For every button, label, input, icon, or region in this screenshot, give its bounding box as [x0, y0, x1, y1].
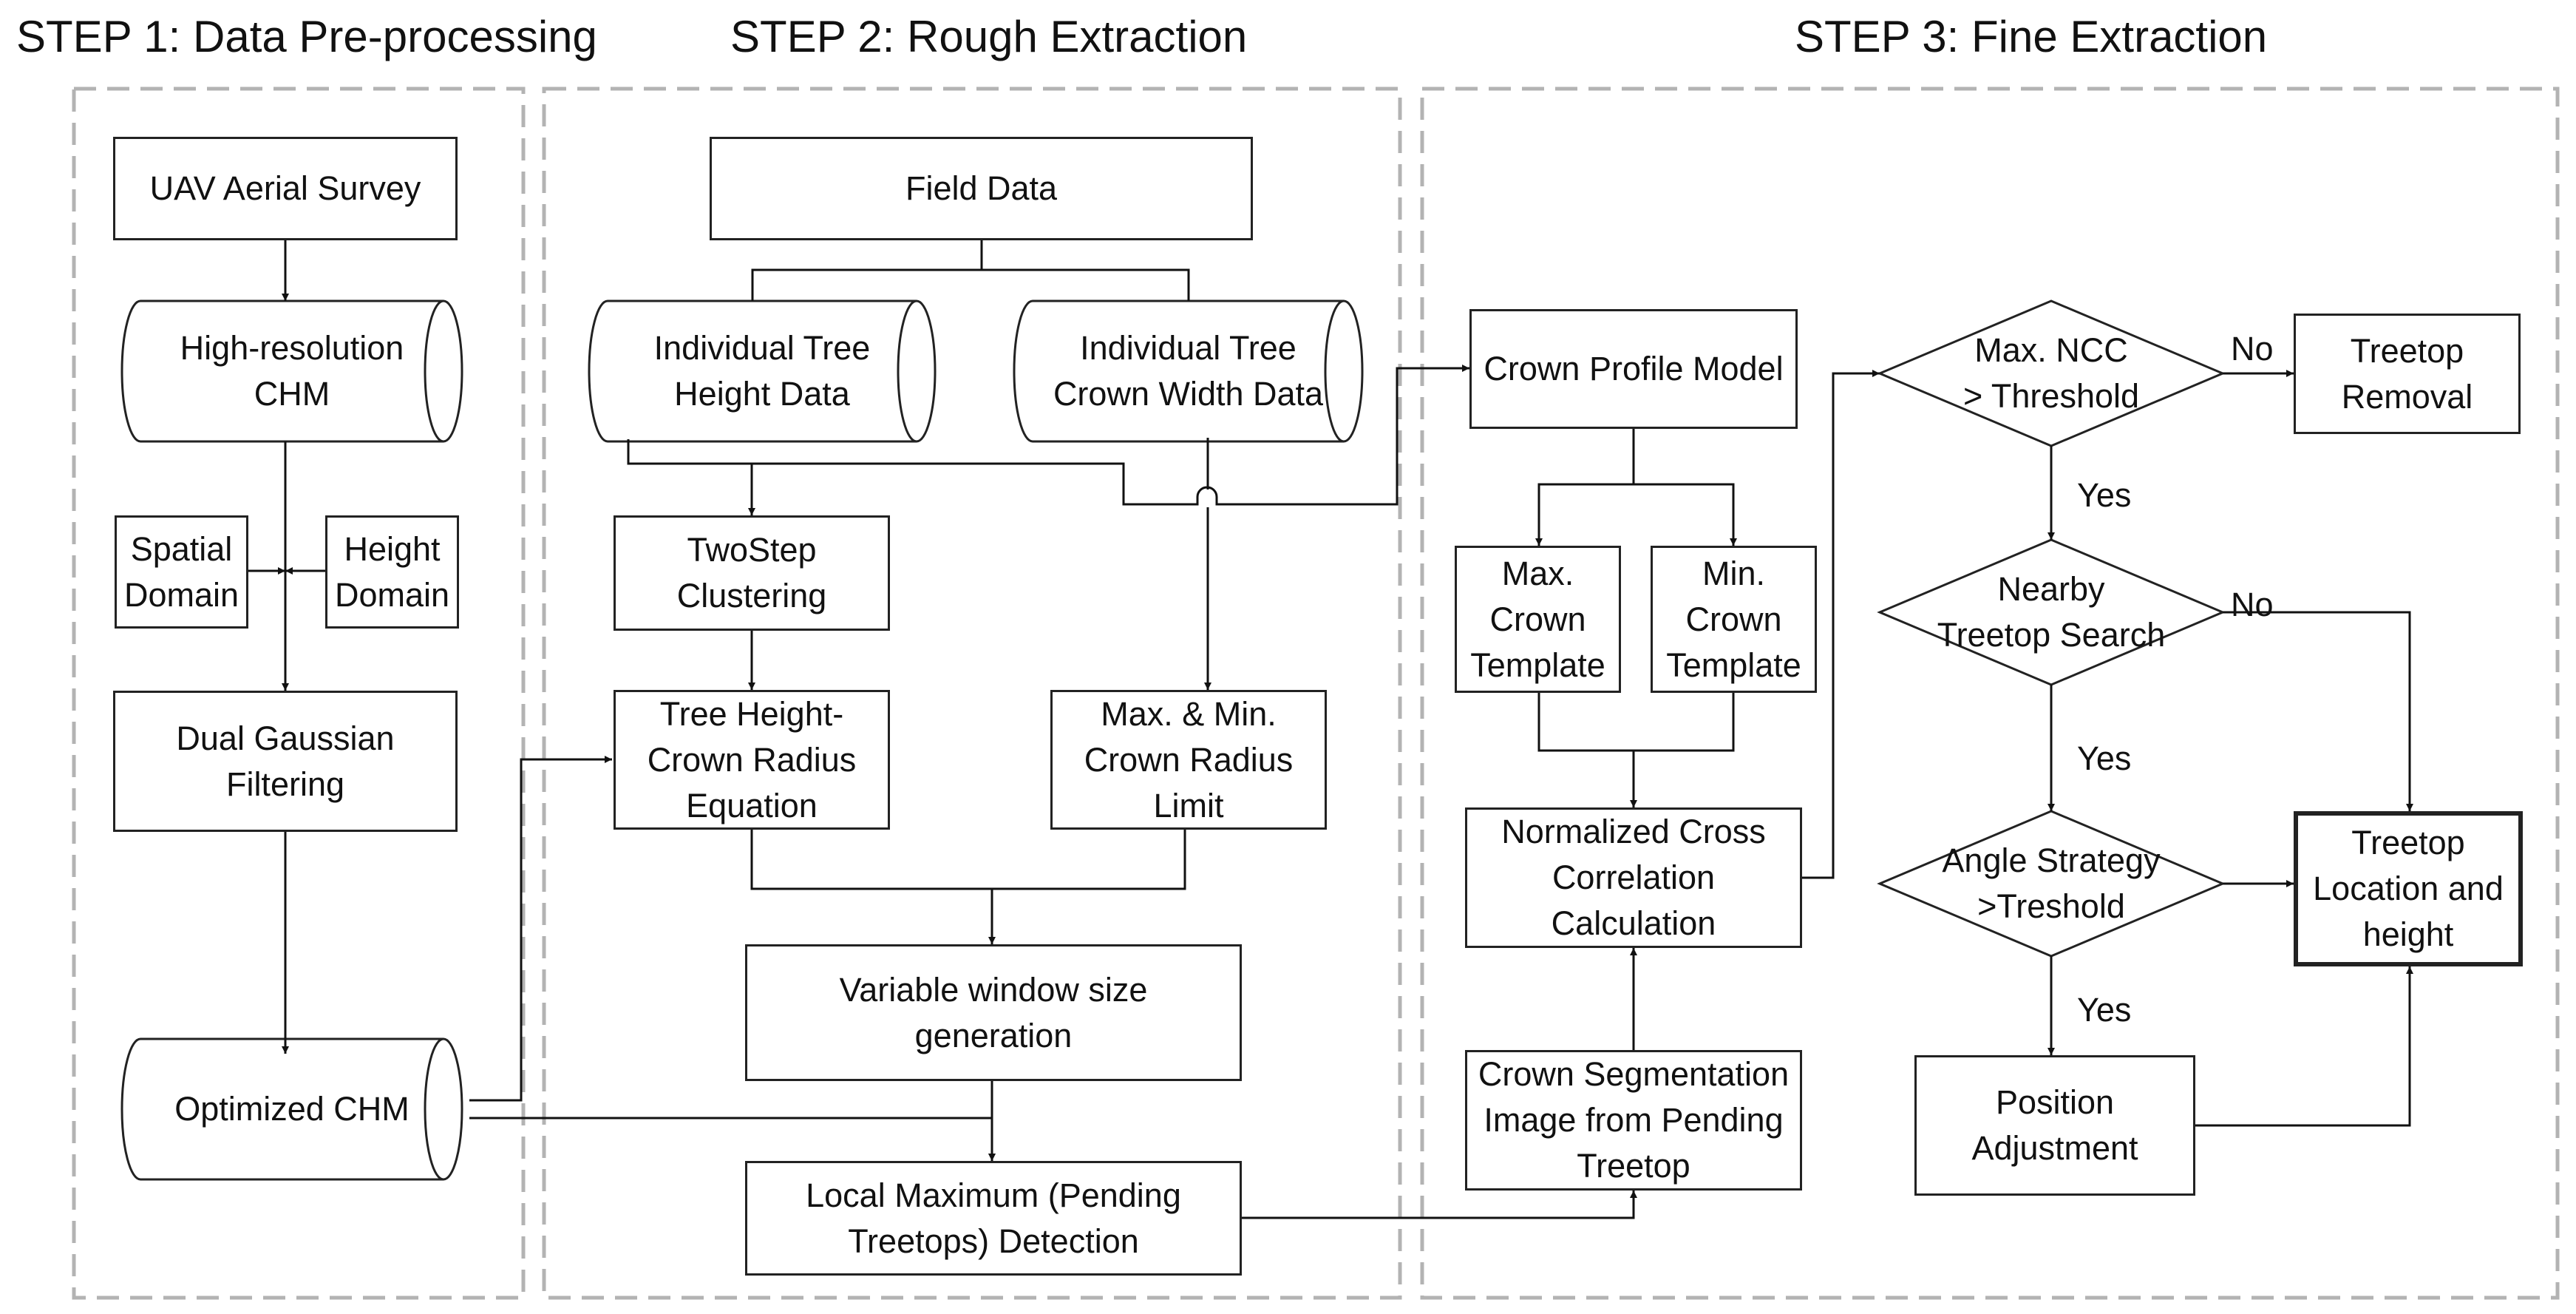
treetop-removal-box: Treetop Removal — [2294, 314, 2521, 434]
twostep-clustering-label: TwoStep Clustering — [676, 531, 827, 614]
optimized-chm-node: Optimized CHM — [140, 1039, 444, 1179]
edge-label-yes-nearby: Yes — [2077, 476, 2132, 514]
local-maximum-detection-box: Local Maximum (Pending Treetops) Detecti… — [745, 1161, 1242, 1276]
edge-label-yes-angle: Yes — [2077, 739, 2132, 777]
dual-gaussian-filtering-box: Dual Gaussian Filtering — [113, 691, 458, 832]
angle-strategy-label: Angle Strategy >Treshold — [1942, 841, 2161, 925]
crown-width-data-node: Individual Tree Crown Width Data — [1033, 301, 1344, 441]
height-domain-label: Height Domain — [334, 529, 450, 614]
field-data-box: Field Data — [710, 137, 1253, 240]
crown-segmentation-image-label: Crown Segmentation Image from Pending Tr… — [1478, 1055, 1790, 1185]
crown-segmentation-image-box: Crown Segmentation Image from Pending Tr… — [1465, 1050, 1802, 1191]
ncc-calculation-label: Normalized Cross Correlation Calculation — [1501, 813, 1766, 942]
edge-label-no-removal: No — [2231, 330, 2274, 368]
decision-shapes — [1877, 299, 2226, 958]
height-domain-box: Height Domain — [325, 515, 459, 629]
min-crown-template-box: Min. Crown Template — [1651, 546, 1817, 693]
spatial-domain-box: Spatial Domain — [115, 515, 248, 629]
local-maximum-detection-label: Local Maximum (Pending Treetops) Detecti… — [806, 1176, 1181, 1260]
angle-strategy-decision: Angle Strategy >Treshold — [1917, 836, 2186, 932]
nearby-treetop-search-label: Nearby Treetop Search — [1937, 570, 2166, 654]
crown-radius-limit-box: Max. & Min. Crown Radius Limit — [1050, 690, 1327, 830]
variable-window-size-box: Variable window size generation — [745, 944, 1242, 1081]
field-data-label: Field Data — [905, 169, 1058, 207]
max-ncc-label: Max. NCC > Threshold — [1962, 331, 2140, 415]
datastore-shapes — [120, 299, 1364, 1181]
step1-panel — [72, 87, 526, 1300]
treetop-removal-label: Treetop Removal — [2341, 331, 2473, 416]
step3-panel — [1420, 87, 2560, 1300]
min-crown-template-label: Min. Crown Template — [1666, 554, 1801, 684]
twostep-clustering-box: TwoStep Clustering — [614, 515, 890, 631]
crown-profile-model-label: Crown Profile Model — [1484, 350, 1784, 387]
edge-label-yes-position: Yes — [2077, 991, 2132, 1029]
high-res-chm-node: High-resolution CHM — [140, 301, 444, 441]
high-res-chm-label: High-resolution CHM — [180, 329, 404, 413]
crown-width-data-label: Individual Tree Crown Width Data — [1053, 329, 1324, 413]
optimized-chm-label: Optimized CHM — [174, 1090, 409, 1128]
tree-height-crown-radius-equation-label: Tree Height- Crown Radius Equation — [647, 694, 857, 824]
connectors — [248, 240, 2413, 1219]
max-crown-template-label: Max. Crown Template — [1470, 554, 1605, 684]
treetop-location-height-box: Treetop Location and height — [2294, 811, 2523, 966]
treetop-location-height-label: Treetop Location and height — [2313, 824, 2504, 953]
step2-title: STEP 2: Rough Extraction — [730, 12, 1248, 61]
crown-profile-model-box: Crown Profile Model — [1469, 309, 1798, 429]
step1-title: STEP 1: Data Pre-processing — [16, 12, 597, 61]
uav-aerial-survey-box: UAV Aerial Survey — [113, 137, 458, 240]
position-adjustment-box: Position Adjustment — [1914, 1055, 2195, 1196]
tree-height-data-node: Individual Tree Height Data — [608, 301, 917, 441]
tree-height-crown-radius-equation-box: Tree Height- Crown Radius Equation — [614, 690, 890, 830]
dual-gaussian-filtering-label: Dual Gaussian Filtering — [176, 719, 395, 803]
edge-label-no-output: No — [2231, 586, 2274, 623]
step3-title: STEP 3: Fine Extraction — [1795, 12, 2268, 61]
crown-radius-limit-label: Max. & Min. Crown Radius Limit — [1084, 694, 1294, 824]
step-panels — [72, 87, 2560, 1300]
spatial-domain-label: Spatial Domain — [123, 529, 239, 614]
ncc-calculation-box: Normalized Cross Correlation Calculation — [1465, 807, 1802, 948]
variable-window-size-label: Variable window size generation — [839, 970, 1148, 1054]
nearby-treetop-search-decision: Nearby Treetop Search — [1917, 564, 2186, 660]
max-crown-template-box: Max. Crown Template — [1455, 546, 1621, 693]
max-ncc-decision: Max. NCC > Threshold — [1917, 325, 2186, 421]
tree-height-data-label: Individual Tree Height Data — [653, 329, 871, 413]
position-adjustment-label: Position Adjustment — [1971, 1083, 2138, 1167]
uav-aerial-survey-label: UAV Aerial Survey — [149, 169, 421, 207]
